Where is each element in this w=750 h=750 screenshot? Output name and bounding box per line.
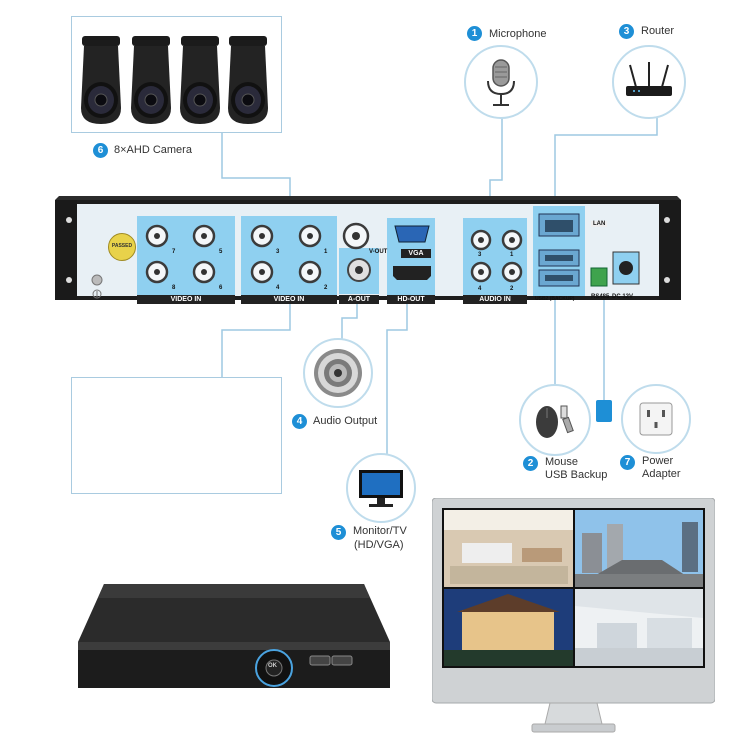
video-port-number: 7 [172, 249, 176, 255]
monitor-display [431, 497, 716, 736]
monitor-number-badge: 5 [331, 525, 346, 540]
camera-icon [78, 36, 124, 126]
mouse-circle [519, 384, 591, 456]
router-circle [612, 45, 686, 119]
power-circle [621, 384, 691, 454]
camera-icon [128, 36, 174, 126]
router-label: Router [641, 25, 675, 37]
video-in-right-label: VIDEO IN [241, 295, 337, 304]
passed-sticker-text: PASSED [111, 243, 133, 249]
lan-label: LAN [591, 221, 608, 227]
audio-output-label: Audio Output [313, 415, 378, 427]
v-out-label: V-OUT [369, 249, 388, 255]
rs485-label: RS485 [591, 294, 610, 300]
microphone-label: Microphone [489, 28, 547, 40]
mouse-label-line1: Mouse [545, 456, 579, 468]
router-number-badge: 3 [619, 24, 634, 39]
audio-port-number: 4 [478, 286, 482, 292]
video-in-left-label: VIDEO IN [137, 295, 235, 304]
a-out-label: A-OUT [339, 295, 379, 304]
power-outlet-icon [639, 402, 673, 436]
monitor-display-graphic [431, 497, 716, 733]
camera-icon [177, 36, 223, 126]
camera-number-badge: 6 [93, 143, 108, 158]
audio-jack-icon [314, 349, 362, 397]
video-port-number: 4 [276, 285, 280, 291]
monitor-label-line1: Monitor/TV [353, 525, 407, 537]
microphone-icon [487, 59, 515, 106]
dc-label: DC 12V [612, 294, 634, 300]
monitor-circle [346, 453, 416, 523]
mouse-label-line2: USB Backup [545, 469, 608, 481]
power-plug-icon [596, 400, 612, 422]
dvr-back-panel-graphic [55, 196, 681, 300]
monitor-label-line2: (HD/VGA) [354, 539, 404, 551]
camera-icon [225, 36, 271, 126]
video-port-number: 1 [324, 249, 328, 255]
ok-button-label: OK [268, 663, 277, 669]
dvr-back-panel [55, 194, 681, 306]
camera-group-bottom [71, 377, 282, 494]
video-port-number: 8 [172, 285, 176, 291]
hd-out-label: HD-OUT [387, 295, 435, 304]
power-label-line2: Adapter [642, 468, 681, 480]
vga-label: VGA [401, 249, 431, 258]
dvr-front-graphic [78, 584, 390, 688]
audio-port-number: 2 [510, 286, 514, 292]
camera-label: 8×AHD Camera [114, 144, 192, 156]
microphone-circle [464, 45, 538, 119]
dvr-front-unit: OK [74, 578, 392, 696]
audio-port-number: 1 [510, 252, 514, 258]
audio-output-circle [303, 338, 373, 408]
mouse-number-badge: 2 [523, 456, 538, 471]
video-port-number: 2 [324, 285, 328, 291]
audio-output-number-badge: 4 [292, 414, 307, 429]
video-port-number: 5 [219, 249, 223, 255]
passed-sticker: PASSED [108, 233, 136, 261]
power-label-line1: Power [642, 455, 674, 467]
audio-in-label: AUDIO IN [463, 295, 527, 304]
video-port-number: 3 [276, 249, 280, 255]
microphone-number-badge: 1 [467, 26, 482, 41]
usb-label: USB2 (BACKUP) [535, 296, 575, 302]
video-port-number: 6 [219, 285, 223, 291]
monitor-icon [359, 470, 403, 507]
audio-port-number: 3 [478, 252, 482, 258]
router-icon [626, 62, 672, 96]
mouse-icon [536, 405, 574, 438]
power-number-badge: 7 [620, 455, 635, 470]
